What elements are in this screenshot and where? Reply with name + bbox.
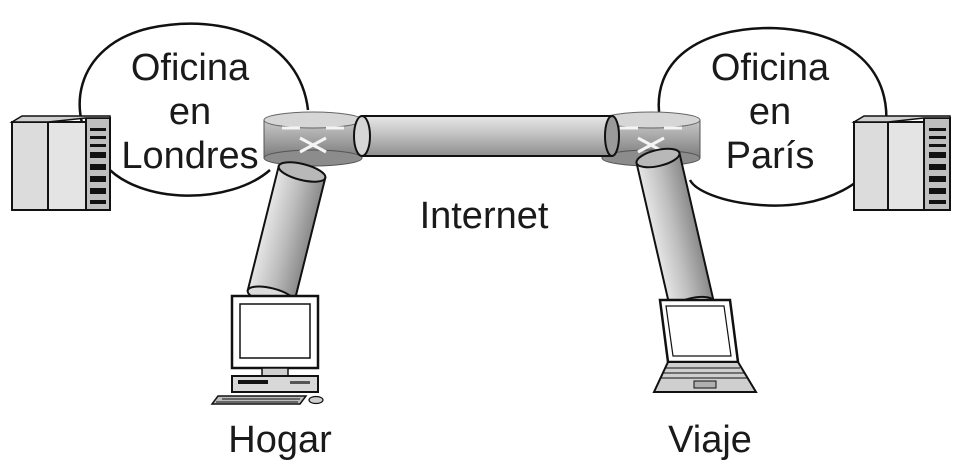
paris-office: Oficina en París bbox=[657, 26, 888, 207]
tunnel-paris-travel bbox=[635, 147, 715, 317]
london-office: Oficina en Londres bbox=[78, 22, 310, 197]
london-office-label-line1: Oficina bbox=[131, 47, 250, 89]
router-icon bbox=[263, 111, 363, 167]
tunnel-london-home bbox=[246, 161, 327, 307]
server-icon bbox=[9, 115, 111, 211]
server-icon bbox=[851, 115, 951, 211]
desktop-computer-icon bbox=[210, 294, 324, 405]
paris-office-label-line1: Oficina bbox=[711, 47, 830, 89]
travel-label: Viaje bbox=[668, 419, 752, 461]
home-label: Hogar bbox=[228, 419, 332, 461]
internet-label: Internet bbox=[420, 195, 549, 237]
paris-office-cloud bbox=[657, 26, 888, 207]
london-office-label-line3: Londres bbox=[121, 135, 258, 177]
paris-office-label-line2: en bbox=[749, 91, 791, 133]
laptop-icon bbox=[652, 298, 758, 393]
london-office-cloud bbox=[78, 22, 310, 197]
paris-office-label-line3: París bbox=[726, 135, 815, 177]
london-office-label-line2: en bbox=[169, 91, 211, 133]
tunnel-london-paris bbox=[353, 115, 620, 157]
